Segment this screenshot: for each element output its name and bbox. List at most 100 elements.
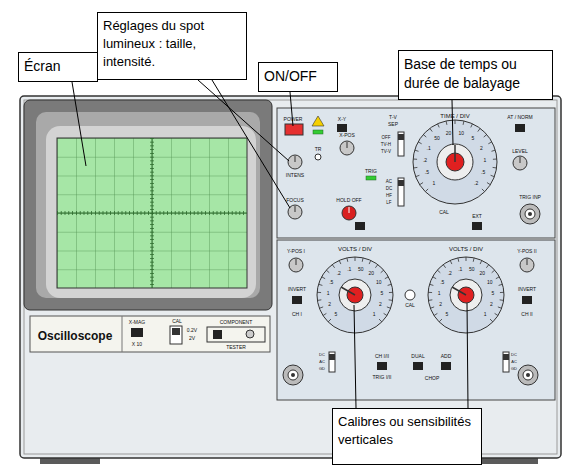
control-label: X-MAG xyxy=(129,320,145,325)
dial-scale-number: 5 xyxy=(335,312,338,317)
knob-pointer xyxy=(296,259,297,265)
dial-tick xyxy=(484,134,487,137)
bnc-connector xyxy=(518,365,538,385)
dial-tick xyxy=(375,265,377,268)
control-label: DUAL xyxy=(411,354,424,359)
dial-tick xyxy=(323,313,326,315)
intens-knob xyxy=(288,155,302,169)
dial-tick xyxy=(415,150,419,151)
control-label: FOCUS xyxy=(286,198,304,203)
input-switch xyxy=(329,352,335,372)
dial-scale-number: 1 xyxy=(327,291,330,296)
dial-tick xyxy=(493,159,497,160)
dial-scale-number: .1 xyxy=(347,266,351,271)
cal-switch-lever xyxy=(172,328,180,335)
dial-tick xyxy=(384,313,387,315)
dial-tick xyxy=(381,270,384,273)
dial-tick xyxy=(486,265,488,268)
dial-tick xyxy=(387,307,391,308)
knob-pointer xyxy=(349,207,350,213)
bnc-connector xyxy=(523,370,533,380)
dial-tick xyxy=(439,319,442,322)
knob-pointer xyxy=(520,157,521,163)
bnc-connector xyxy=(525,209,535,219)
dial-scale-number: 50 xyxy=(434,135,440,140)
control-label: 0.2V xyxy=(187,328,197,333)
callout-box: Base de temps ou durée de balayage xyxy=(398,50,553,100)
scope-frame xyxy=(24,100,557,454)
control-label: DC xyxy=(319,353,325,357)
dial-tick xyxy=(463,121,465,125)
dial-tick xyxy=(413,159,417,160)
control-label: INVERT xyxy=(518,287,536,292)
dial-scale-number: .2 xyxy=(474,181,478,186)
control-label: DC xyxy=(386,187,393,192)
dial-tick xyxy=(457,258,459,262)
bnc-connector xyxy=(283,365,303,385)
input-switch xyxy=(503,352,509,372)
ypos-knob xyxy=(520,258,534,272)
dial-scale-number: 2 xyxy=(328,302,331,307)
control-panel xyxy=(277,240,555,400)
xpos-knob xyxy=(340,141,354,155)
control-label: CAL xyxy=(405,303,415,308)
dial-tick xyxy=(379,319,382,322)
dial-tick xyxy=(499,284,503,285)
dial-tick xyxy=(443,265,445,268)
level-knob xyxy=(513,156,527,170)
atnorm-button xyxy=(515,124,525,132)
dial-tick xyxy=(326,270,329,273)
dial-tick xyxy=(389,299,393,301)
dial-tick xyxy=(493,167,497,169)
brand-label: Oscilloscope xyxy=(38,330,113,342)
knob-pointer xyxy=(347,142,348,148)
leader-line xyxy=(467,303,468,408)
leader-line xyxy=(452,100,453,145)
dial-tick xyxy=(496,277,500,279)
callout-text: Écran xyxy=(24,57,92,76)
dial-scale-number: 2 xyxy=(379,302,382,307)
dial-tick xyxy=(466,257,467,261)
bnc-connector xyxy=(288,370,298,380)
control-label: CAL xyxy=(439,210,449,215)
dial-tick xyxy=(487,183,490,185)
invert-button xyxy=(292,296,302,304)
control-label: TRIG INP xyxy=(519,195,541,200)
callout-box: Réglages du spot lumineux : taille, inte… xyxy=(97,12,247,80)
dial-scale-number: 5 xyxy=(492,291,495,296)
mode-button xyxy=(377,362,387,370)
dial-tick xyxy=(317,292,321,293)
dial-tick xyxy=(369,260,371,264)
dial-tick xyxy=(430,284,434,285)
control-label: TRIG I/II xyxy=(373,375,392,380)
dial-scale-number: 50 xyxy=(358,266,364,271)
control-label: TR xyxy=(315,147,322,152)
dial-scale-number: 5 xyxy=(446,312,449,317)
callout-box: Calibres ou sensibilités verticales xyxy=(332,408,482,465)
panel-divider xyxy=(122,316,123,352)
power-led xyxy=(313,130,323,134)
dial-knob xyxy=(450,279,482,311)
control-label: AC xyxy=(511,360,517,364)
dial-tick xyxy=(446,121,448,125)
dial-scale-number: 2 xyxy=(439,302,442,307)
cal-knob xyxy=(405,290,415,300)
dial-tick xyxy=(491,175,495,176)
dial-scale-number: .1 xyxy=(427,145,431,150)
control-label: Y-POS I xyxy=(287,249,305,254)
callout-box: ON/OFF xyxy=(258,62,338,92)
control-label: TV-V xyxy=(381,150,391,155)
control-label: COMPONENT xyxy=(220,320,253,325)
power-button xyxy=(285,124,303,135)
bottom-panel xyxy=(30,316,270,352)
control-panel xyxy=(277,108,555,238)
control-label: HOLD OFF xyxy=(336,198,361,203)
dial-scale-number: 2 xyxy=(480,145,483,150)
dial-pointer xyxy=(452,287,466,295)
dial-scale-number: .5 xyxy=(440,280,444,285)
dial-tick xyxy=(450,260,452,264)
dial-tick xyxy=(500,292,504,293)
dial-tick xyxy=(413,167,417,169)
holdoff-knob xyxy=(342,206,356,220)
dial-tick xyxy=(473,258,475,262)
